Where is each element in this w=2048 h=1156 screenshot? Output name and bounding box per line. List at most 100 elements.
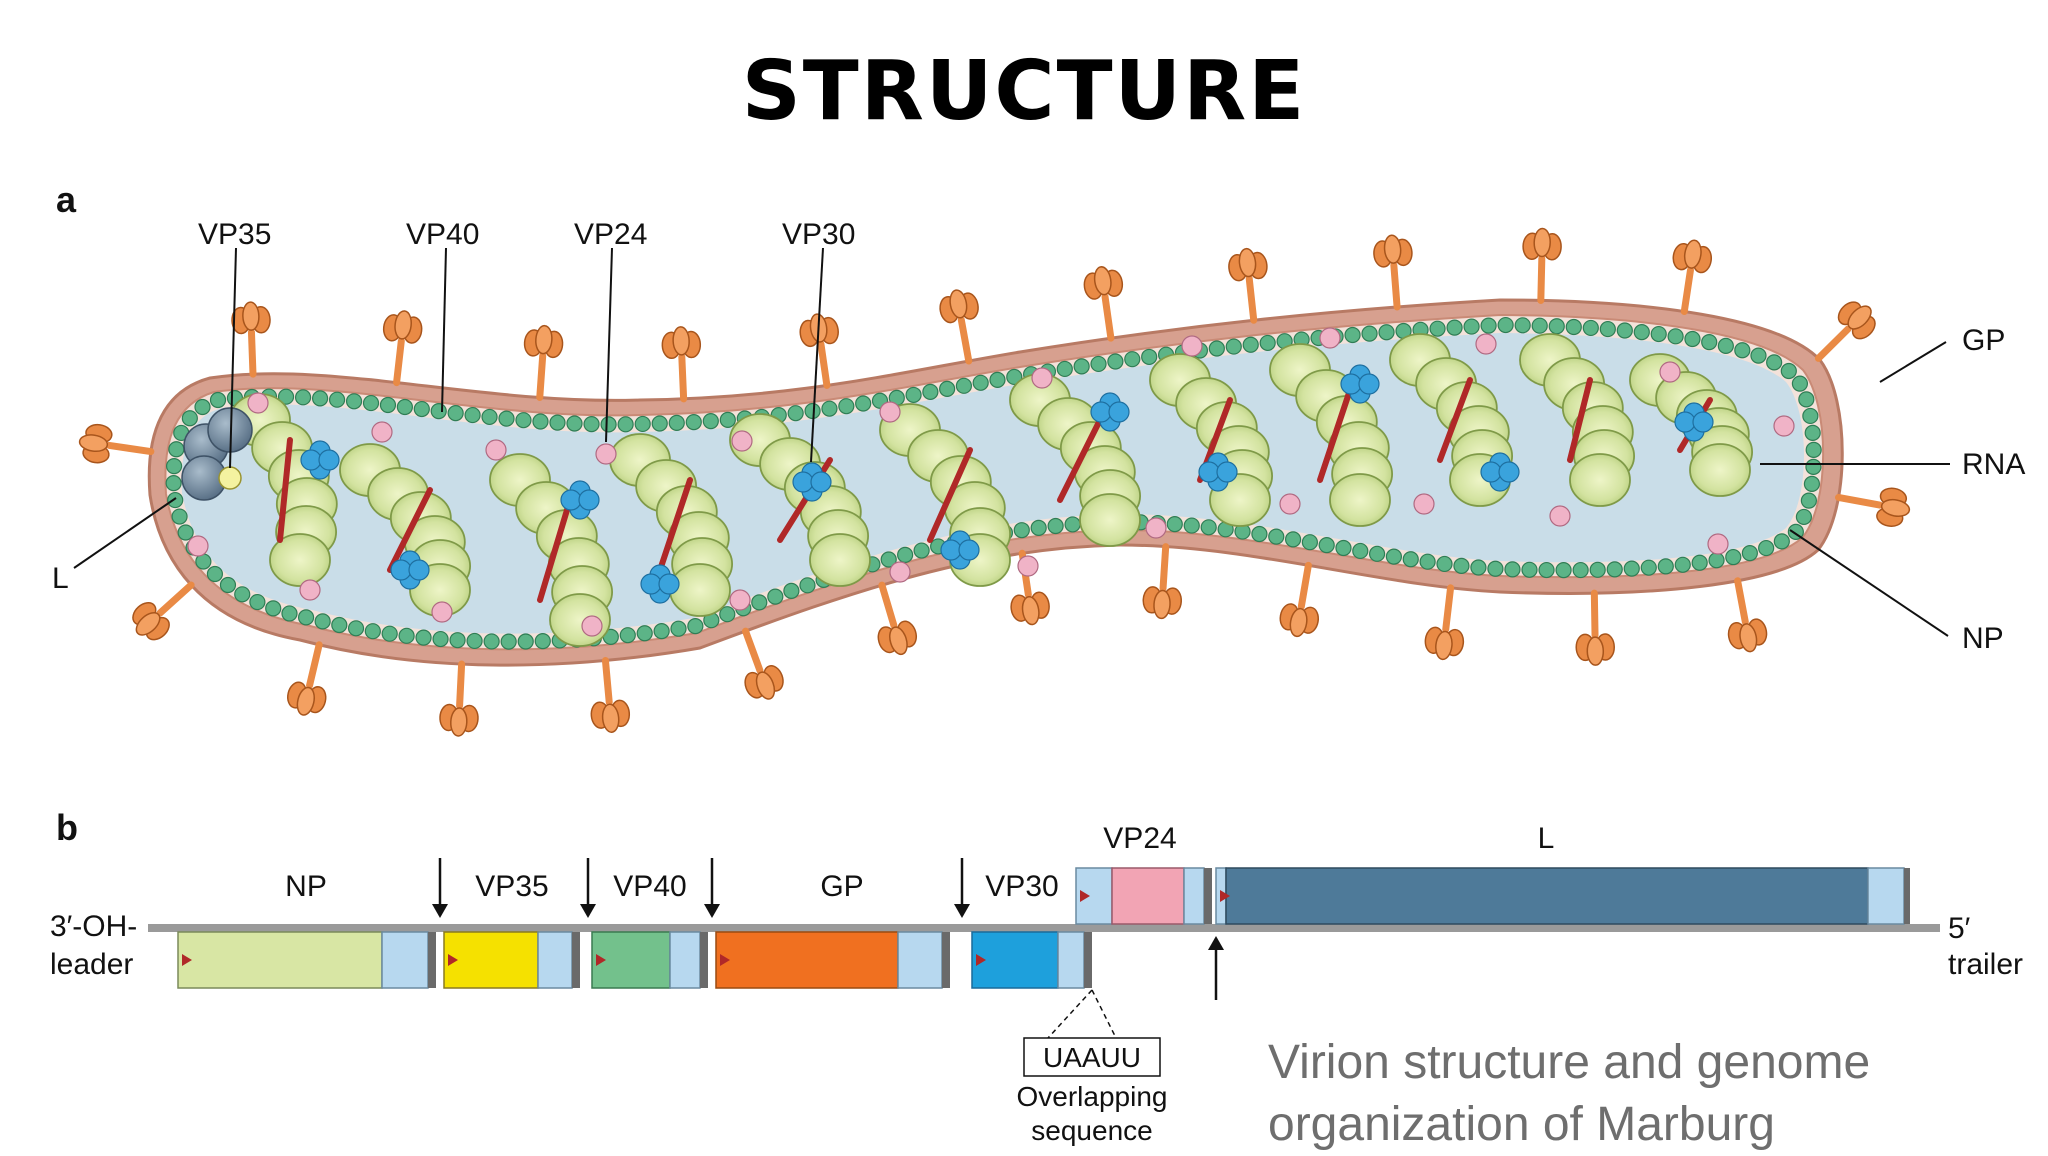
vp40-bead — [177, 524, 194, 541]
vp40-bead — [1633, 324, 1650, 341]
vp30-protein — [640, 564, 680, 604]
vp40-bead — [719, 606, 736, 623]
gene-np: NP — [177, 870, 436, 989]
vp40-bead — [447, 405, 464, 422]
vp40-bead — [396, 398, 413, 416]
vp40-bead — [651, 415, 668, 432]
vp40-bead — [314, 613, 331, 630]
gp-spike — [1228, 247, 1268, 324]
vp40-bead — [517, 633, 534, 650]
vp40-bead — [430, 403, 447, 420]
vp24-protein — [879, 401, 901, 423]
vp40-bead — [331, 616, 348, 634]
vp30-protein — [390, 550, 430, 590]
vp40-bead — [500, 633, 517, 650]
gp-spike-head — [1575, 633, 1615, 666]
vp40-bead — [466, 632, 483, 650]
vp40-bead — [1419, 553, 1436, 570]
gp-spike — [523, 324, 564, 402]
gene-label-vp30: VP30 — [985, 870, 1058, 903]
np-subunit — [1569, 453, 1631, 507]
vp40-bead — [636, 625, 653, 642]
vp40-bead — [685, 413, 702, 431]
gp-spike — [661, 326, 702, 403]
vp40-bead — [265, 600, 282, 617]
gp-spike — [1142, 543, 1183, 620]
gp-spike — [1373, 234, 1413, 311]
gp-spike — [1814, 301, 1876, 362]
vp40-bead — [1141, 348, 1158, 366]
np-subunit — [809, 533, 871, 587]
vp40-bead — [1318, 537, 1335, 554]
gp-spike — [1424, 584, 1465, 661]
label-rna: RNA — [1962, 448, 2025, 481]
vp40-bead — [989, 371, 1006, 388]
vp40-bead — [181, 410, 198, 427]
gp-spike — [1279, 561, 1320, 638]
gene-label-gp: GP — [820, 870, 863, 903]
panel-b-label: b — [56, 807, 78, 848]
vp24-protein — [1017, 555, 1039, 577]
vp40-bead — [481, 408, 498, 426]
vp40-bead — [634, 415, 651, 433]
vp40-bead — [398, 627, 415, 644]
caption-line-1: Virion structure and genome — [1268, 1036, 1871, 1089]
vp24-protein — [1707, 533, 1729, 555]
vp40-bead — [1565, 318, 1582, 336]
vp40-bead — [751, 594, 768, 611]
vp40-bead — [1805, 458, 1822, 475]
vp40-bead — [1640, 559, 1657, 576]
vp24-protein — [1181, 335, 1203, 357]
gp-spike-head — [382, 310, 423, 344]
vp40-bead — [905, 386, 922, 404]
gene-gp: GP — [715, 870, 950, 989]
gp-spikes — [78, 227, 1911, 737]
vp40-bead — [838, 398, 855, 415]
vp40-bead — [311, 390, 329, 407]
vp40-bead — [1259, 334, 1276, 352]
gp-spike-head — [1727, 618, 1768, 653]
gp-spike-head — [1424, 626, 1465, 661]
vp40-bead — [415, 629, 432, 646]
vp40-bead — [249, 593, 266, 611]
vp40-bead — [209, 391, 227, 409]
vp40-bead — [1378, 324, 1395, 341]
vp40-bead — [1758, 539, 1775, 557]
gp-spike — [231, 301, 271, 378]
vp40-bead — [1453, 557, 1470, 575]
vp24-protein — [1475, 333, 1497, 355]
vp40-bead — [1268, 528, 1285, 545]
label-vp40: VP40 — [406, 218, 479, 251]
vp40-bead — [767, 588, 784, 605]
vp40-bead — [206, 565, 224, 583]
vp40-bead — [1385, 548, 1403, 565]
vp40-bead — [719, 411, 736, 428]
vp30-protein — [1340, 364, 1380, 404]
gp-spike-head — [1837, 301, 1876, 340]
rna-strand — [927, 447, 973, 543]
vp24-protein — [371, 421, 393, 443]
gene-l: L — [1215, 822, 1910, 925]
gp-spike — [1727, 577, 1768, 653]
gp-spike — [742, 627, 784, 700]
gp-spike — [1010, 549, 1050, 626]
vp40-bead — [167, 491, 184, 509]
vp40-bead — [1335, 539, 1352, 557]
slide-title: STRUCTURE — [741, 44, 1307, 139]
vp40-bead — [1623, 560, 1640, 577]
vp40-bead — [1497, 316, 1514, 334]
vp40-bead — [165, 458, 183, 475]
rna-strand — [1567, 377, 1593, 463]
vp24-protein — [1319, 327, 1341, 349]
gp-spike-head — [1876, 487, 1911, 527]
vp40-bead — [1795, 508, 1813, 526]
vp40-bead — [1750, 347, 1767, 364]
vp40-bead — [1242, 336, 1259, 353]
vp40-bead — [165, 475, 182, 492]
gene-label-vp35: VP35 — [475, 870, 548, 903]
gp-spike — [287, 641, 327, 716]
vp40-bead — [855, 395, 872, 412]
gene-label-vp40: VP40 — [613, 870, 686, 903]
vp24-protein — [1145, 517, 1167, 539]
